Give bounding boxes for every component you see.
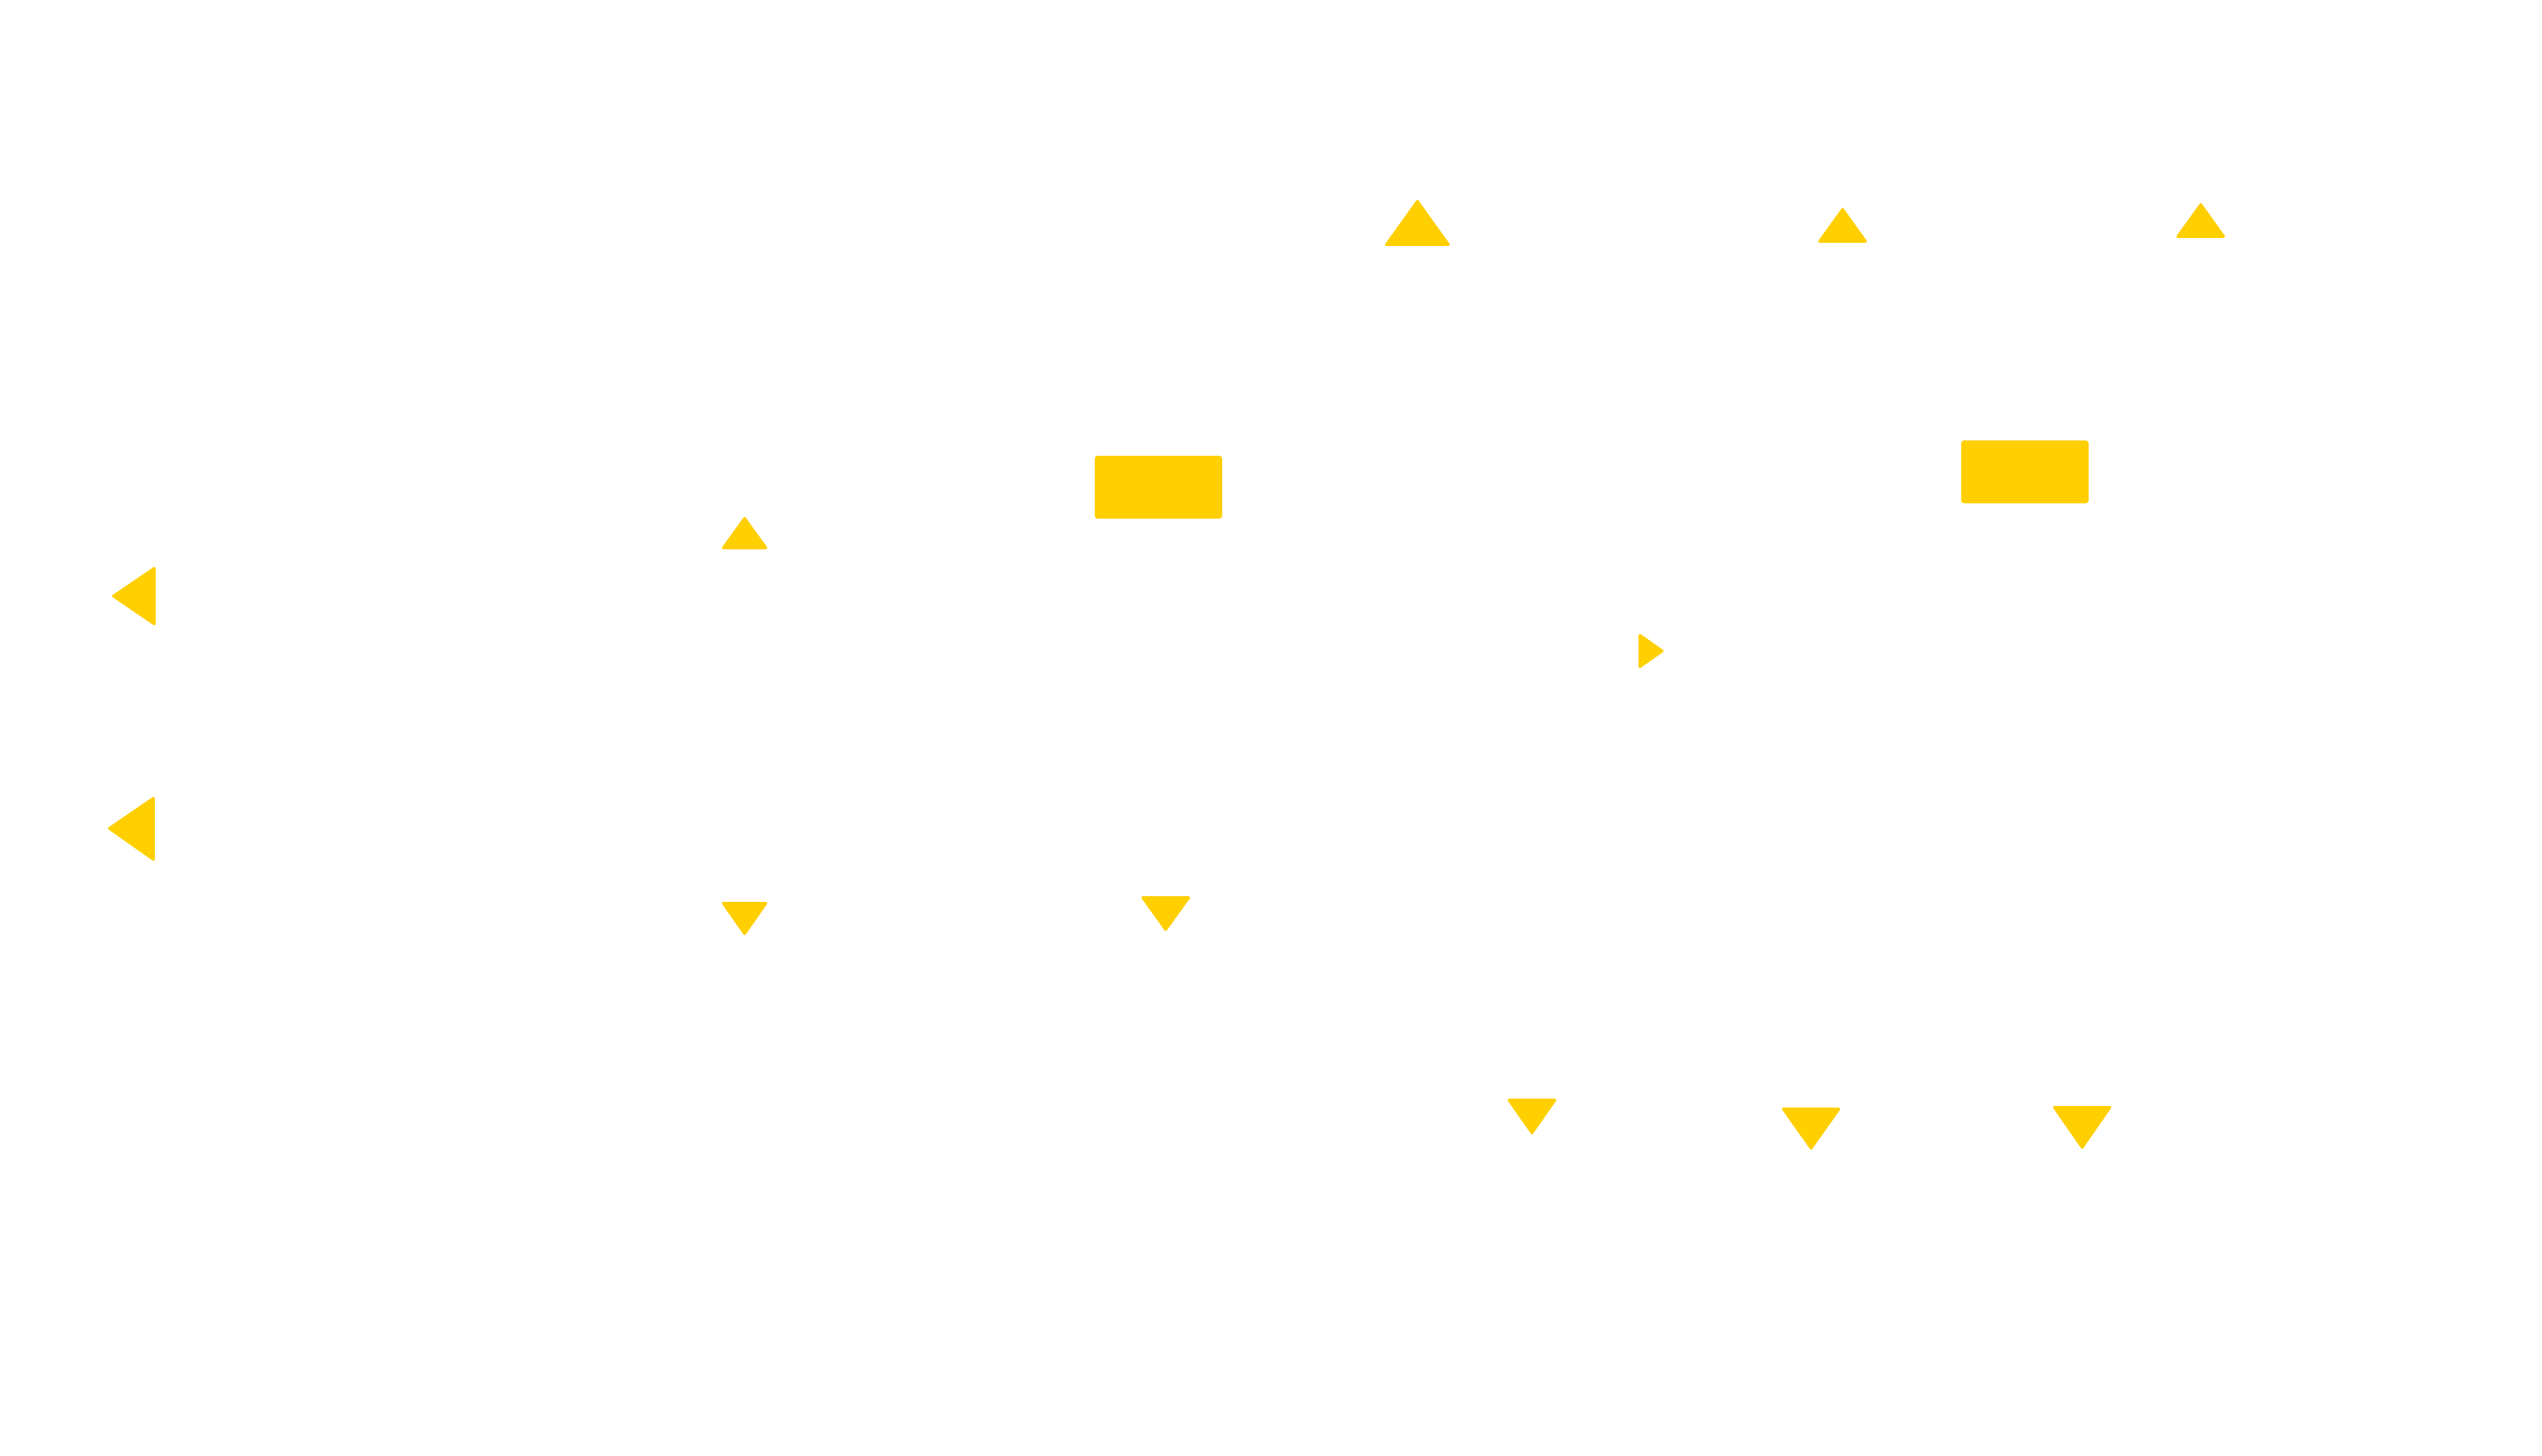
triangle-down-middle bbox=[1142, 896, 1190, 931]
triangle-up-left-center bbox=[722, 517, 767, 549]
triangle-up-top-right bbox=[2177, 203, 2225, 238]
triangle-down-bottom-3 bbox=[2053, 1106, 2111, 1149]
triangle-left-lower bbox=[108, 797, 155, 861]
triangle-up-large-top bbox=[1385, 200, 1450, 246]
rectangle-right bbox=[1961, 440, 2089, 503]
triangle-down-left-center bbox=[722, 902, 767, 935]
triangle-down-bottom-1 bbox=[1508, 1099, 1556, 1134]
rectangle-middle bbox=[1095, 456, 1222, 519]
triangle-left-upper bbox=[112, 567, 156, 625]
triangle-down-bottom-2 bbox=[1782, 1108, 1840, 1149]
triangle-right-small bbox=[1638, 634, 1663, 668]
shape-layer bbox=[108, 200, 2225, 1149]
triangle-up-top-middle bbox=[1818, 208, 1867, 243]
